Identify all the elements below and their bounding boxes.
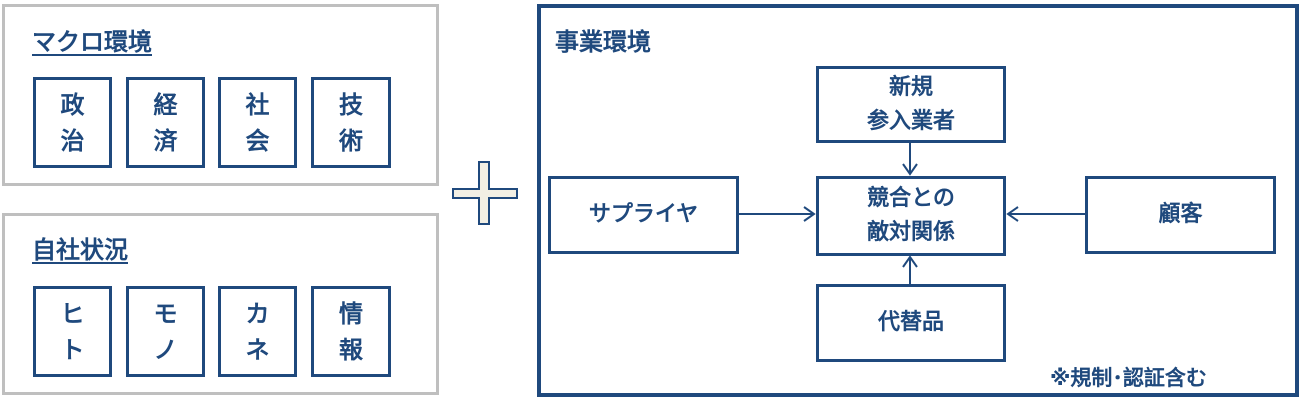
rivalry-box: 競合との敵対関係	[816, 176, 1006, 256]
macro-environment-title: マクロ環境	[32, 28, 152, 56]
company-situation-title: 自社状況	[32, 236, 128, 264]
regulation-note: ※規制･認証含む	[1050, 366, 1207, 390]
char: 経	[153, 90, 178, 119]
company-item-people: ヒト	[33, 286, 112, 377]
char: 技	[339, 90, 363, 119]
company-item-information: 情報	[311, 286, 391, 377]
company-item-things: モノ	[126, 286, 205, 377]
arrow-new-entrants-to-rivalry	[902, 142, 918, 176]
label: 新規	[888, 74, 933, 100]
business-environment-title: 事業環境	[555, 28, 651, 56]
char: 治	[60, 126, 85, 155]
macro-item-society: 社会	[218, 77, 297, 168]
arrow-customers-to-rivalry	[1006, 206, 1085, 222]
char: ト	[60, 335, 85, 364]
char: カ	[245, 299, 270, 328]
arrow-suppliers-to-rivalry	[738, 206, 816, 222]
char: ネ	[245, 335, 270, 364]
label: 代替品	[877, 310, 944, 335]
business-environment-panel: 事業環境	[537, 4, 1299, 397]
plus-icon	[452, 161, 518, 225]
label: 顧客	[1158, 202, 1203, 227]
suppliers-box: サプライヤ	[548, 176, 739, 254]
char: ノ	[153, 335, 178, 364]
customers-box: 顧客	[1085, 176, 1276, 254]
substitutes-box: 代替品	[816, 284, 1006, 362]
macro-environment-panel: マクロ環境 政治 経済 社会 技術	[2, 4, 439, 186]
company-situation-panel: 自社状況 ヒト モノ カネ 情報	[2, 213, 439, 395]
char: 社	[245, 90, 270, 119]
label: 敵対関係	[866, 220, 955, 245]
char: ヒ	[60, 299, 85, 328]
new-entrants-box: 新規参入業者	[816, 66, 1006, 143]
macro-item-economy: 経済	[126, 77, 205, 168]
char: 会	[245, 126, 270, 155]
char: 報	[339, 335, 363, 364]
label: 競合との	[867, 186, 955, 211]
char: 情	[339, 299, 363, 328]
arrow-substitutes-to-rivalry	[902, 255, 918, 284]
macro-item-technology: 技術	[311, 77, 391, 168]
label: 参入業者	[866, 108, 955, 134]
label: サプライヤ	[588, 202, 699, 227]
char: モ	[153, 299, 178, 328]
macro-item-politics: 政治	[33, 77, 112, 168]
company-item-money: カネ	[218, 286, 297, 377]
char: 術	[339, 126, 363, 155]
char: 政	[60, 90, 85, 119]
char: 済	[153, 126, 178, 155]
